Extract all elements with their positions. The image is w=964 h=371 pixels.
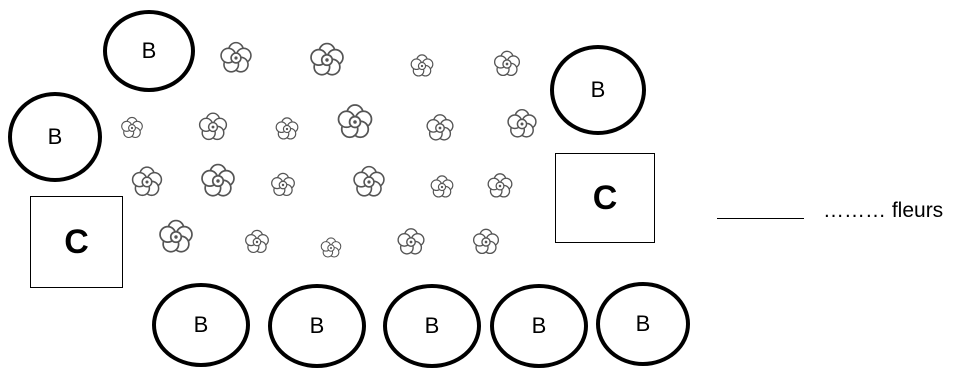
answer-line[interactable] (717, 218, 804, 219)
flower-icon (488, 174, 512, 197)
flower-icon (221, 43, 251, 72)
flower-icon (474, 229, 499, 253)
flower-icon (122, 117, 143, 137)
flower-icon (427, 115, 453, 140)
flower-icon (276, 118, 298, 139)
flower-icon (321, 238, 341, 257)
flower-icon (200, 113, 227, 139)
flower-icon (398, 229, 424, 254)
answer-text: ……… fleurs (823, 199, 943, 223)
flower-icon (311, 44, 343, 75)
flower-icon (411, 55, 433, 76)
flower-icon (133, 167, 162, 195)
flower-icon (508, 110, 536, 137)
flower-icon (272, 173, 295, 195)
flower-icon (246, 230, 269, 252)
flower-icon (160, 221, 192, 252)
flower-icon (495, 51, 520, 75)
flower-icon (431, 176, 453, 197)
flower-icon (339, 105, 372, 137)
flower-icon (354, 167, 384, 196)
flower-icon (202, 165, 234, 196)
